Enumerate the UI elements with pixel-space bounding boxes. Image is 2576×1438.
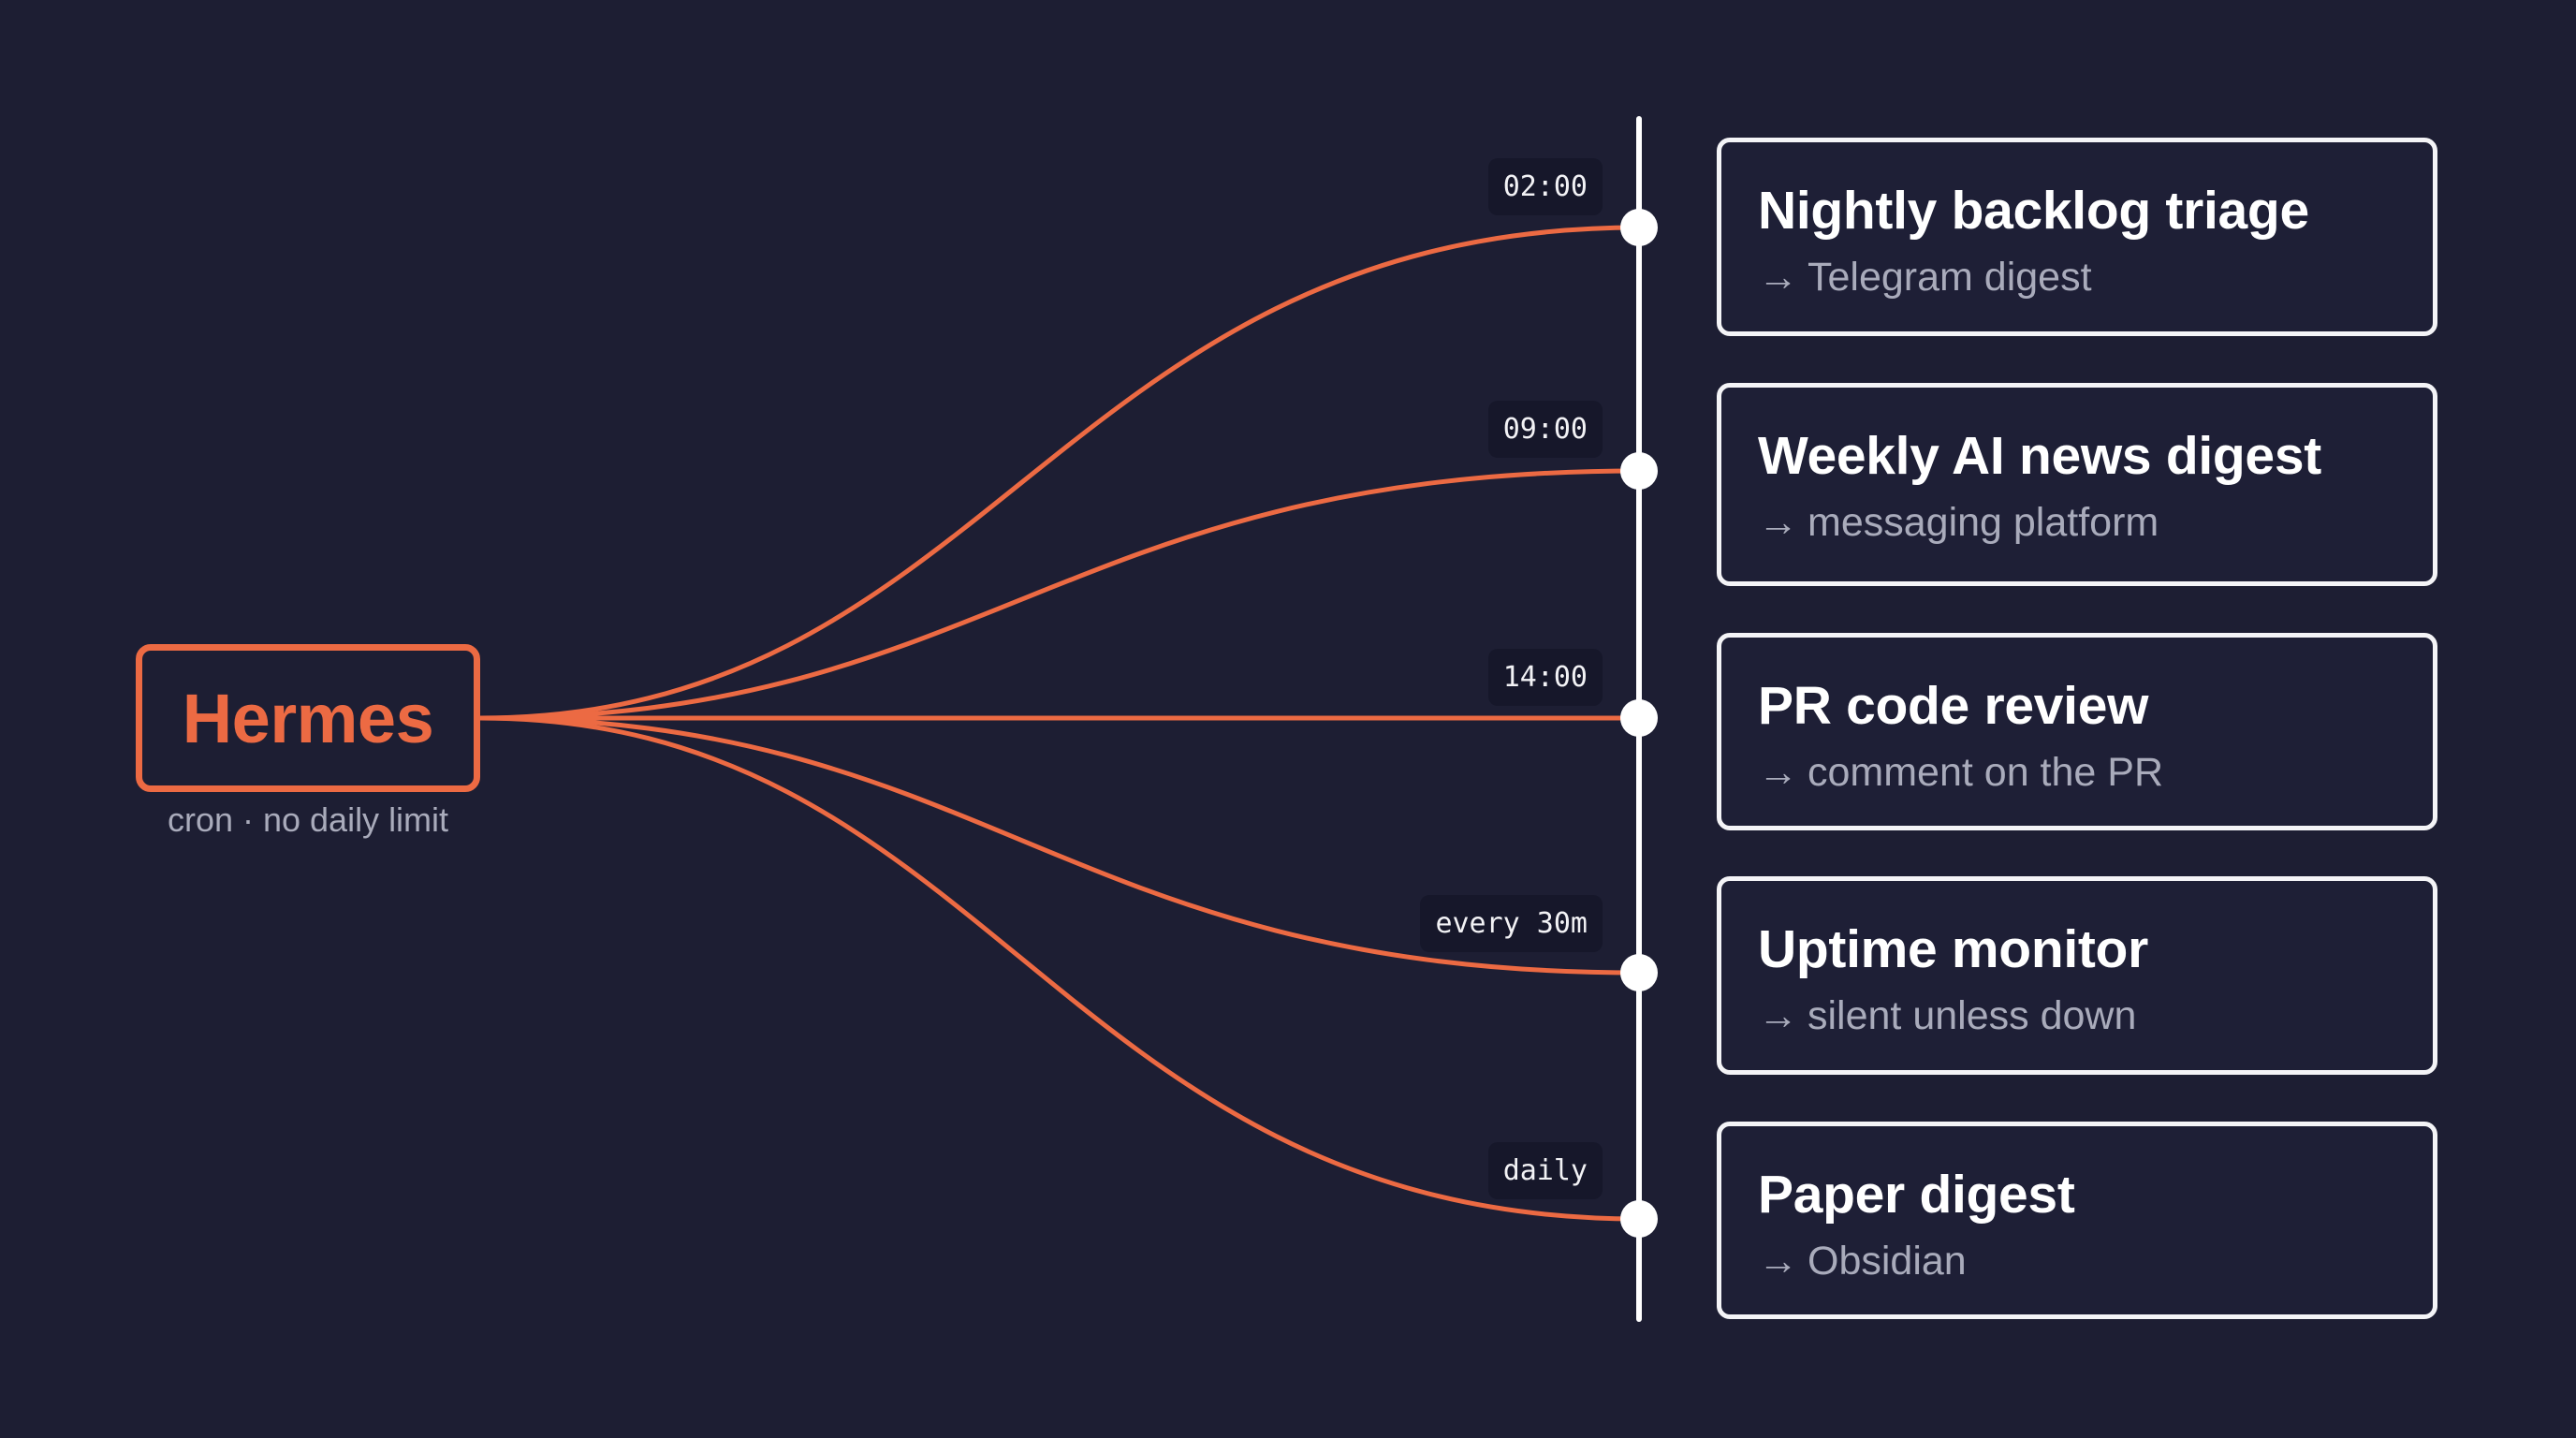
destination-label: silent unless down: [1808, 993, 2137, 1038]
job-title: Paper digest: [1758, 1165, 2075, 1225]
job-title: Nightly backlog triage: [1758, 181, 2309, 241]
schedule-badge: 02:00: [1487, 158, 1603, 215]
timeline-dot: [1620, 1200, 1658, 1238]
job-card-weekly-ai-news-digest[interactable]: Weekly AI news digest →messaging platfor…: [1717, 383, 2437, 586]
source-title: Hermes: [182, 679, 434, 757]
schedule-badge: every 30m: [1420, 895, 1603, 952]
destination-label: Telegram digest: [1808, 255, 2092, 300]
arrow-right-icon: →: [1758, 1239, 1798, 1284]
job-title: Weekly AI news digest: [1758, 426, 2321, 486]
job-destination: →Telegram digest: [1758, 255, 2092, 301]
job-destination: →messaging platform: [1758, 500, 2159, 546]
wire-job-4: [477, 715, 1643, 976]
schedule-badge: daily: [1487, 1142, 1603, 1199]
timeline-dot: [1620, 209, 1658, 246]
schedule-badge: 09:00: [1487, 401, 1603, 458]
destination-label: comment on the PR: [1808, 750, 2164, 795]
job-card-nightly-backlog-triage[interactable]: Nightly backlog triage →Telegram digest: [1717, 138, 2437, 336]
timeline-dot: [1620, 452, 1658, 490]
destination-label: Obsidian: [1808, 1239, 1967, 1284]
destination-label: messaging platform: [1808, 500, 2159, 545]
arrow-right-icon: →: [1758, 255, 1798, 300]
wire-job-2: [477, 468, 1643, 721]
job-destination: →silent unless down: [1758, 993, 2136, 1039]
timeline-dot: [1620, 699, 1658, 737]
job-title: PR code review: [1758, 676, 2149, 736]
source-subtitle: cron · no daily limit: [167, 800, 449, 839]
source-node-hermes[interactable]: Hermes: [136, 644, 480, 792]
arrow-right-icon: →: [1758, 500, 1798, 545]
wire-job-5: [477, 715, 1643, 1222]
schedule-badge: 14:00: [1487, 649, 1603, 706]
job-destination: →Obsidian: [1758, 1239, 1967, 1284]
arrow-right-icon: →: [1758, 993, 1798, 1038]
wire-job-1: [477, 225, 1643, 721]
job-title: Uptime monitor: [1758, 919, 2148, 979]
job-destination: →comment on the PR: [1758, 750, 2163, 796]
job-card-pr-code-review[interactable]: PR code review →comment on the PR: [1717, 633, 2437, 830]
arrow-right-icon: →: [1758, 750, 1798, 795]
job-card-paper-digest[interactable]: Paper digest →Obsidian: [1717, 1122, 2437, 1319]
job-card-uptime-monitor[interactable]: Uptime monitor →silent unless down: [1717, 876, 2437, 1075]
timeline-dot: [1620, 954, 1658, 991]
